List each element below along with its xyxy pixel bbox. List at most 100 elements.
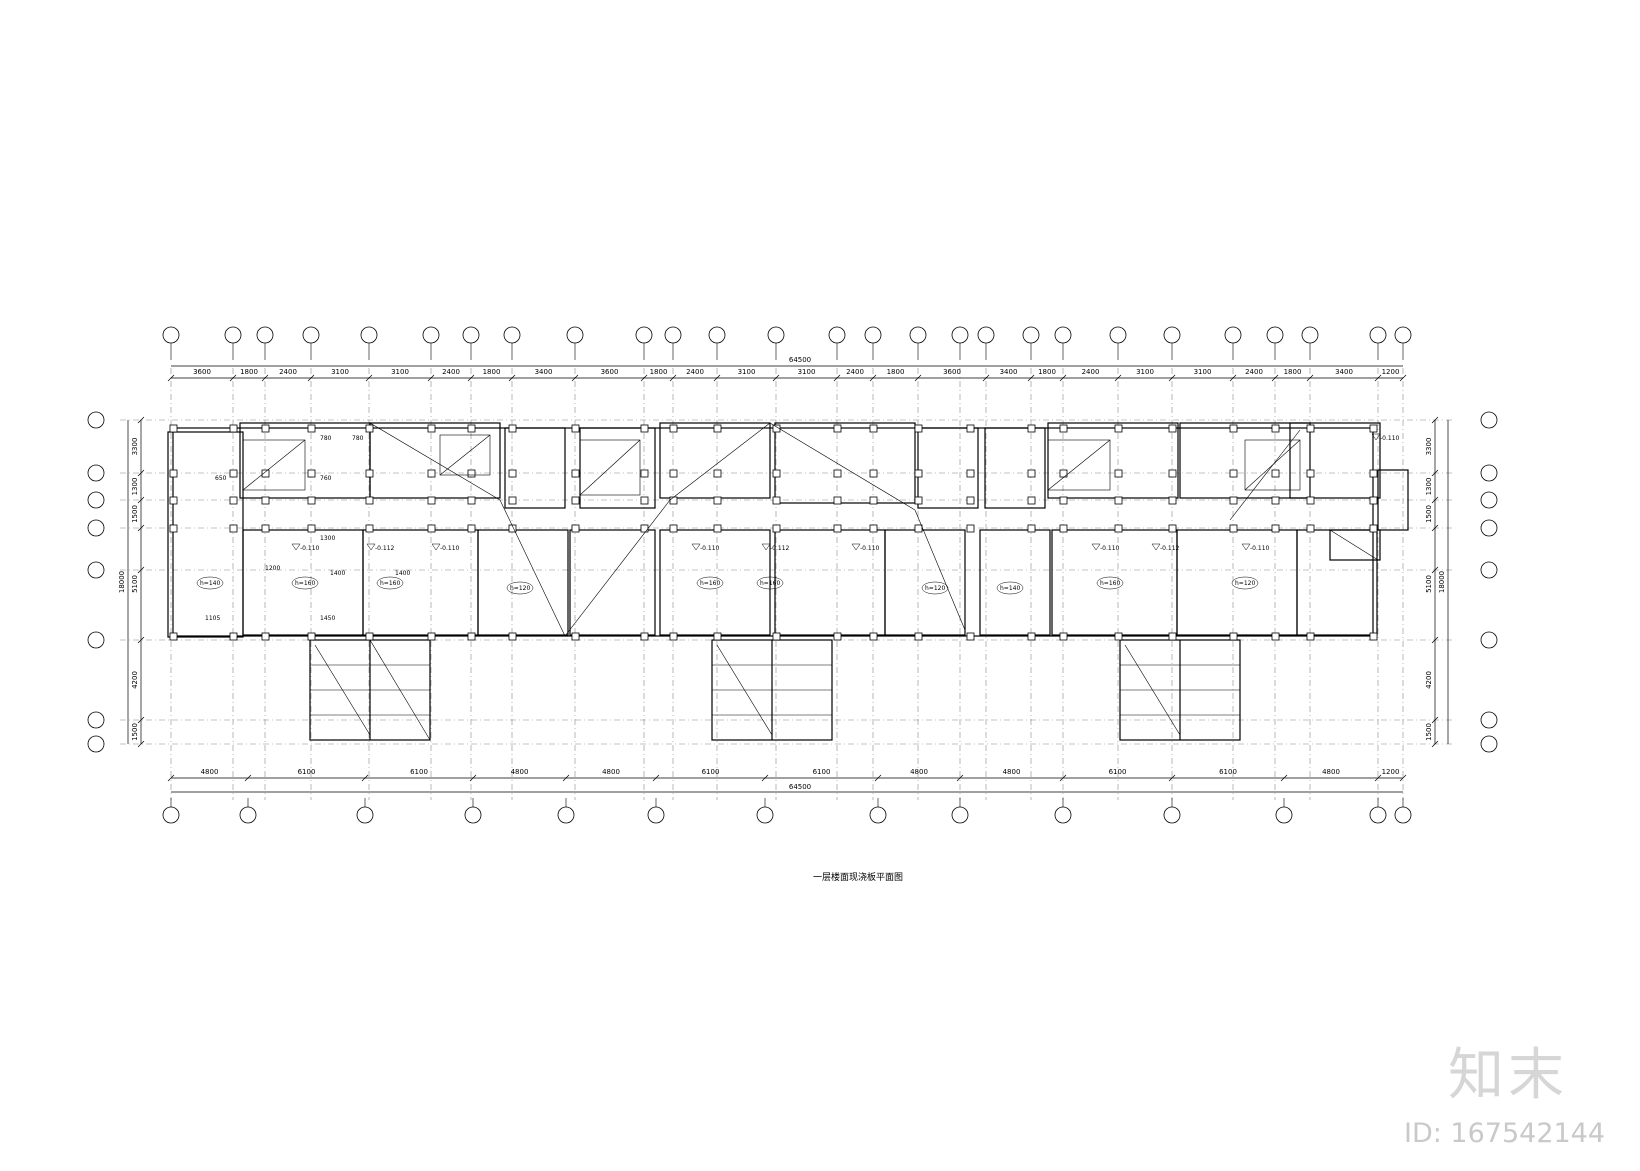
column (1369, 469, 1378, 478)
opening-diagonal (1047, 439, 1111, 491)
column (261, 632, 270, 641)
axis-bubble-top (1224, 326, 1242, 344)
column (669, 469, 678, 478)
level-marker (691, 543, 701, 551)
column (261, 469, 270, 478)
left-dim-text: 3300 (131, 438, 139, 456)
column (713, 496, 722, 505)
axis-bubble-top (708, 326, 726, 344)
top-overall-dim-text: 64500 (789, 356, 811, 364)
axis-bubble-top (1301, 326, 1319, 344)
column (833, 496, 842, 505)
column (640, 469, 649, 478)
top-dim-text: 1800 (887, 368, 905, 376)
top-dim-text: 3400 (535, 368, 553, 376)
axis-bubble-top (635, 326, 653, 344)
column (261, 524, 270, 533)
axis-bubble-bottom (1369, 806, 1387, 824)
top-dim-text: 2400 (442, 368, 460, 376)
slab-diagonal (716, 644, 773, 736)
dimension-note: 1200 (265, 565, 280, 572)
left-overall-dim-text: 18000 (118, 571, 126, 593)
bottom-dim-text: 6100 (1219, 768, 1237, 776)
right-dim-text: 3300 (1425, 438, 1433, 456)
column (1271, 632, 1280, 641)
dim-tick (1431, 416, 1439, 424)
axis-bubble-right (1480, 491, 1498, 509)
column (365, 469, 374, 478)
column (966, 632, 975, 641)
column (467, 424, 476, 433)
axis-bubble-top (1163, 326, 1181, 344)
column (833, 424, 842, 433)
walls (167, 422, 1409, 741)
slab-diagonal (369, 639, 431, 741)
axis-bubble-top (1394, 326, 1412, 344)
axis-bubble-top (1054, 326, 1072, 344)
axis-bubble-bottom (557, 806, 575, 824)
axis-bubble-left (87, 491, 105, 509)
axis-bubble-top (828, 326, 846, 344)
axis-bubble-top (1109, 326, 1127, 344)
dim-tick (1114, 374, 1122, 382)
axis-bubble-bottom (951, 806, 969, 824)
right-dim-text: 1500 (1425, 723, 1433, 741)
dim-tick (1431, 740, 1439, 748)
top-dim-text: 2400 (279, 368, 297, 376)
dim-tick (874, 774, 882, 782)
dim-tick (562, 774, 570, 782)
bottom-dim-text: 6100 (702, 768, 720, 776)
dimension-note: 1300 (320, 535, 335, 542)
column (467, 469, 476, 478)
column (1168, 469, 1177, 478)
dim-tick (1027, 374, 1035, 382)
room-wall (1047, 422, 1179, 499)
axis-bubble-left (87, 411, 105, 429)
dim-tick (652, 774, 660, 782)
dim-tick (229, 374, 237, 382)
axis-bubble-right (1480, 735, 1498, 753)
room-wall (984, 427, 1046, 509)
opening-diagonal (579, 439, 641, 496)
column (1168, 496, 1177, 505)
column (169, 469, 178, 478)
column (833, 524, 842, 533)
column (1229, 496, 1238, 505)
dim-tick (1431, 636, 1439, 644)
axis-bubble-left (87, 735, 105, 753)
dim-tick (167, 374, 175, 382)
dim-tick (1168, 374, 1176, 382)
dim-tick (1431, 566, 1439, 574)
dim-tick (508, 374, 516, 382)
column (1229, 424, 1238, 433)
dim-tick (914, 374, 922, 382)
axis-bubble-top (864, 326, 882, 344)
column (427, 469, 436, 478)
slab-thickness-label: h=140 (200, 580, 220, 587)
column (1306, 632, 1315, 641)
column (1369, 424, 1378, 433)
axis-bubble-bottom (869, 806, 887, 824)
slab-thickness-ellipse (756, 576, 784, 590)
column (1369, 632, 1378, 641)
axis-bubble-bottom (647, 806, 665, 824)
axis-bubble-top (422, 326, 440, 344)
axis-bubble-bottom (1163, 806, 1181, 824)
level-marker (1151, 543, 1161, 551)
column (169, 496, 178, 505)
bottom-dim-text: 4800 (201, 768, 219, 776)
axis-bubble-left (87, 631, 105, 649)
dimension-note: 1105 (205, 615, 220, 622)
axis-bubble-right (1480, 561, 1498, 579)
column (508, 496, 517, 505)
top-dim-text: 3100 (1136, 368, 1154, 376)
column (508, 469, 517, 478)
column (640, 496, 649, 505)
column (914, 632, 923, 641)
level-label: -0.112 (375, 545, 395, 552)
axis-bubble-top (462, 326, 480, 344)
room-wall (917, 427, 979, 509)
column (869, 424, 878, 433)
opening (242, 439, 306, 491)
slab-thickness-ellipse (506, 581, 534, 595)
